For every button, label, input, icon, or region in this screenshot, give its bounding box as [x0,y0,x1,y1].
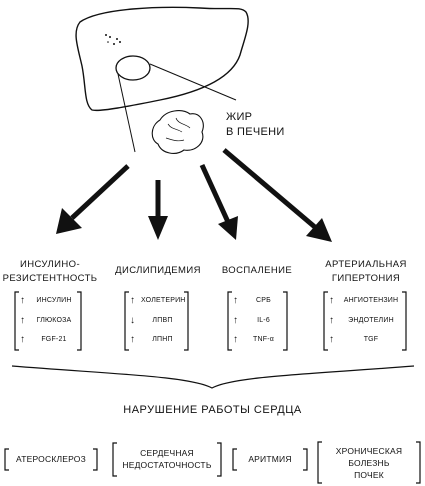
outcome-heart-failure: СЕРДЕЧНАЯ НЕДОСТАТОЧНОСТЬ [122,448,212,470]
marker-row: ↑ СРБ [233,295,271,306]
liver-fat-label-line1: ЖИР [226,111,253,123]
up-arrow-icon: ↑ [20,334,26,345]
category-insulin-resistance: ИНСУЛИНО- РЕЗИСТЕНТНОСТЬ [2,259,98,284]
up-arrow-icon: ↑ [329,334,335,345]
zoom-line-right [149,63,237,101]
marker-row: ↑ ХОЛЕТЕРИН [130,295,186,306]
marker-box-hypertension: ↑ АНГИОТЕНЗИН ↑ ЭНДОТЕЛИН ↑ TGF [324,292,406,350]
category-inflammation: ВОСПАЛЕНИЕ [221,265,293,276]
marker-row: ↓ ЛПВП [130,315,173,326]
up-arrow-icon: ↑ [329,295,335,306]
zoom-circle [115,55,151,81]
summary-brace [11,365,415,389]
liver-fat-label-line2: В ПЕЧЕНИ [226,126,285,138]
marker-row: ↑ TNF-α [233,334,274,345]
marker-row: ↑ ИНСУЛИН [20,295,72,306]
down-arrow-icon: ↓ [130,315,136,326]
liver-outline [75,6,249,112]
up-arrow-icon: ↑ [20,315,26,326]
up-arrow-icon: ↑ [233,334,239,345]
liver-fat-label: ЖИР В ПЕЧЕНИ [226,110,285,140]
up-arrow-icon: ↑ [20,295,26,306]
up-arrow-icon: ↑ [329,315,335,326]
outcome-chronic-kidney-disease: ХРОНИЧЕСКАЯ БОЛЕЗНЬ ПОЧЕК [335,446,403,480]
up-arrow-icon: ↑ [130,334,136,345]
up-arrow-icon: ↑ [233,295,239,306]
category-dyslipidemia: ДИСЛИПИДЕМИЯ [115,265,201,276]
marker-box-brackets [14,291,407,351]
arrowheads [56,208,332,242]
marker-row: ↑ ГЛЮКОЗА [20,315,72,326]
outcome-atherosclerosis: АТЕРОСКЛЕРОЗ [16,454,86,464]
fat-cell-cluster [151,110,204,154]
marker-box-insulin-resistance: ↑ ИНСУЛИН ↑ ГЛЮКОЗА ↑ FGF-21 [15,292,81,350]
marker-row: ↑ TGF [329,334,379,345]
heart-dysfunction-title: НАРУШЕНИЕ РАБОТЫ СЕРДЦА [123,404,302,416]
zoom-line-left [117,73,136,153]
marker-box-dyslipidemia: ↑ ХОЛЕТЕРИН ↓ ЛПВП ↑ ЛПНП [125,292,188,350]
up-arrow-icon: ↑ [130,295,136,306]
category-hypertension: АРТЕРИАЛЬНАЯ ГИПЕРТОНИЯ [325,259,407,284]
fat-droplets [105,34,121,45]
marker-row: ↑ ЭНДОТЕЛИН [329,315,394,326]
marker-box-inflammation: ↑ СРБ ↑ IL-6 ↑ TNF-α [228,292,287,350]
marker-row: ↑ IL-6 [233,315,270,326]
arrows [70,148,318,230]
marker-row: ↑ FGF-21 [20,334,67,345]
marker-row: ↑ ЛПНП [130,334,173,345]
outcome-arrhythmia: АРИТМИЯ [248,454,292,464]
marker-row: ↑ АНГИОТЕНЗИН [329,295,399,306]
up-arrow-icon: ↑ [233,315,239,326]
outcome-brackets [4,441,421,484]
